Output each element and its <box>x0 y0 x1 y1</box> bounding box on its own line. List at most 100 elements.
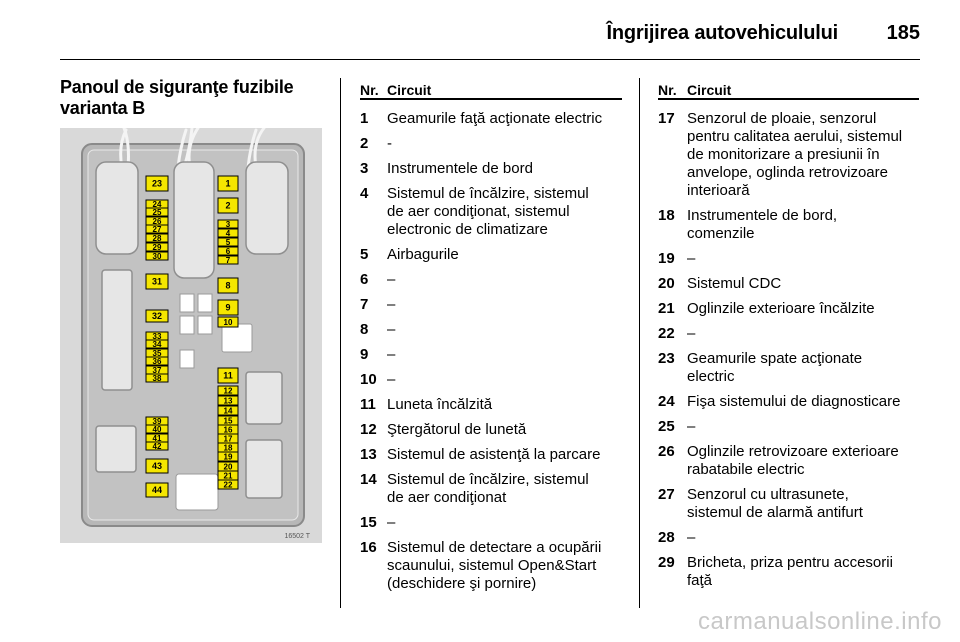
circuit-description: – <box>387 371 396 388</box>
fuse-table-row: 19– <box>658 250 919 268</box>
fuse-label: 32 <box>145 309 169 323</box>
fuse-label: 2 <box>217 197 239 214</box>
circuit-description: scaunului, sistemul Open&Start <box>387 557 597 574</box>
svg-text:43: 43 <box>152 461 162 471</box>
fuse-label: 27 <box>145 224 169 234</box>
page-number: 185 <box>886 22 920 44</box>
circuit-description: de aer condiţionat, sistemul <box>387 203 570 220</box>
circuit-description: – <box>387 346 396 363</box>
circuit-description: Airbagurile <box>387 246 459 263</box>
svg-text:27: 27 <box>153 225 162 234</box>
fuse-column-left: 2324252627282930313233343536373839404142… <box>145 175 169 498</box>
fuse-number: 17 <box>658 110 675 127</box>
fuse-number: 21 <box>658 300 675 317</box>
svg-text:15: 15 <box>224 417 233 426</box>
circuit-description: de aer condiţionat <box>387 489 507 506</box>
fuse-number: 24 <box>658 393 675 410</box>
fuse-box-illustration: 2324252627282930313233343536373839404142… <box>60 128 322 543</box>
circuit-description: Sistemul de încălzire, sistemul <box>387 185 589 202</box>
svg-text:41: 41 <box>153 434 162 443</box>
figure-code: 16502 T <box>284 533 310 540</box>
fuse-label: 5 <box>217 237 239 247</box>
fuse-label: 12 <box>217 385 239 396</box>
circuit-description: Sistemul CDC <box>687 275 782 292</box>
svg-text:11: 11 <box>223 371 233 381</box>
circuit-description: – <box>687 418 696 435</box>
fuse-label: 36 <box>145 356 169 366</box>
svg-text:39: 39 <box>153 417 162 426</box>
header-nr: Nr. <box>658 82 677 98</box>
circuit-description: Luneta încălzită <box>387 396 493 413</box>
svg-text:20: 20 <box>224 463 233 472</box>
circuit-description: – <box>387 296 396 313</box>
circuit-description: – <box>387 514 396 531</box>
svg-text:13: 13 <box>224 397 233 406</box>
section-title-line-1: Panoul de siguranţe fuzibile <box>60 77 294 97</box>
circuit-description: Fişa sistemului de diagnosticare <box>687 393 901 410</box>
fuse-label: 14 <box>217 405 239 416</box>
svg-text:21: 21 <box>224 472 233 481</box>
fuse-label: 28 <box>145 233 169 243</box>
fuse-label: 10 <box>217 316 239 328</box>
circuit-description: Bricheta, priza pentru accesorii <box>687 554 893 571</box>
fuse-label: 20 <box>217 461 239 472</box>
svg-text:7: 7 <box>226 256 231 265</box>
watermark: carmanualsonline.info <box>698 608 942 635</box>
fuse-number: 18 <box>658 207 675 224</box>
fuse-number: 23 <box>658 350 675 367</box>
column-divider-left <box>340 78 341 608</box>
circuit-description: Sistemul de detectare a ocupării <box>387 539 602 556</box>
fuse-number: 29 <box>658 554 675 571</box>
svg-text:34: 34 <box>153 340 162 349</box>
table-header: Nr. Circuit <box>360 79 622 100</box>
circuit-description: Geamurile spate acţionate <box>687 350 863 367</box>
fuse-label: 19 <box>217 451 239 462</box>
fuse-number: 28 <box>658 529 675 546</box>
svg-text:24: 24 <box>153 200 162 209</box>
fuse-number: 25 <box>658 418 675 435</box>
circuit-description: – <box>687 529 696 546</box>
fuse-label: 7 <box>217 255 239 265</box>
svg-text:4: 4 <box>226 229 231 238</box>
fuse-table-row: 10– <box>360 371 622 389</box>
fuse-label: 3 <box>217 219 239 229</box>
fuse-label: 17 <box>217 433 239 444</box>
fuse-table-row: 8– <box>360 321 622 339</box>
fuse-number: 8 <box>360 321 369 338</box>
circuit-description: – <box>387 271 396 288</box>
fuse-number: 22 <box>658 325 675 342</box>
fuse-table-row: 9– <box>360 346 622 364</box>
circuit-description: comenzile <box>687 225 755 242</box>
fuse-label: 22 <box>217 479 239 490</box>
fuse-table-row: 21 Oglinzile exterioare încălzite <box>658 300 919 318</box>
circuit-description: Oglinzile exterioare încălzite <box>687 300 875 317</box>
fuse-table-row: 22– <box>658 325 919 343</box>
circuit-description: Senzorul cu ultrasunete, <box>687 486 849 503</box>
fuse-number: 13 <box>360 446 377 463</box>
fuse-number: 4 <box>360 185 369 202</box>
fuse-label: 4 <box>217 228 239 238</box>
fuse-number: 7 <box>360 296 369 313</box>
header-circuit: Circuit <box>687 82 732 98</box>
circuit-description: Instrumentele de bord <box>387 160 533 177</box>
fuse-table-row: 5 Airbagurile <box>360 246 622 264</box>
svg-text:31: 31 <box>152 277 162 287</box>
fuse-table-row: 28– <box>658 529 919 547</box>
fuse-number: 11 <box>360 396 376 413</box>
fuse-label: 30 <box>145 251 169 261</box>
header-nr: Nr. <box>360 82 379 98</box>
fuse-number: 19 <box>658 250 675 267</box>
fuse-label: 21 <box>217 470 239 481</box>
svg-text:17: 17 <box>224 435 233 444</box>
fuse-label: 34 <box>145 339 169 349</box>
fuse-number: 5 <box>360 246 369 263</box>
fuse-label: 9 <box>217 299 239 316</box>
